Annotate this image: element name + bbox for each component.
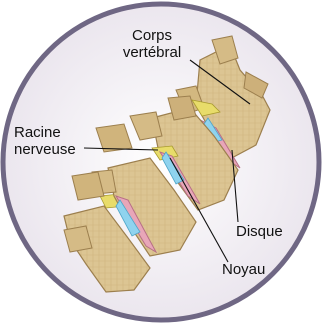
label-corps-vertebral: Corps vertébral (112, 27, 192, 61)
label-racine-line2: nerveuse (14, 141, 94, 158)
label-disque: Disque (236, 223, 283, 240)
label-corps-line1: Corps (112, 27, 192, 44)
label-corps-line2: vertébral (112, 44, 192, 61)
label-racine-nerveuse: Racine nerveuse (14, 124, 94, 158)
label-racine-line1: Racine (14, 124, 94, 141)
label-noyau: Noyau (222, 261, 265, 278)
